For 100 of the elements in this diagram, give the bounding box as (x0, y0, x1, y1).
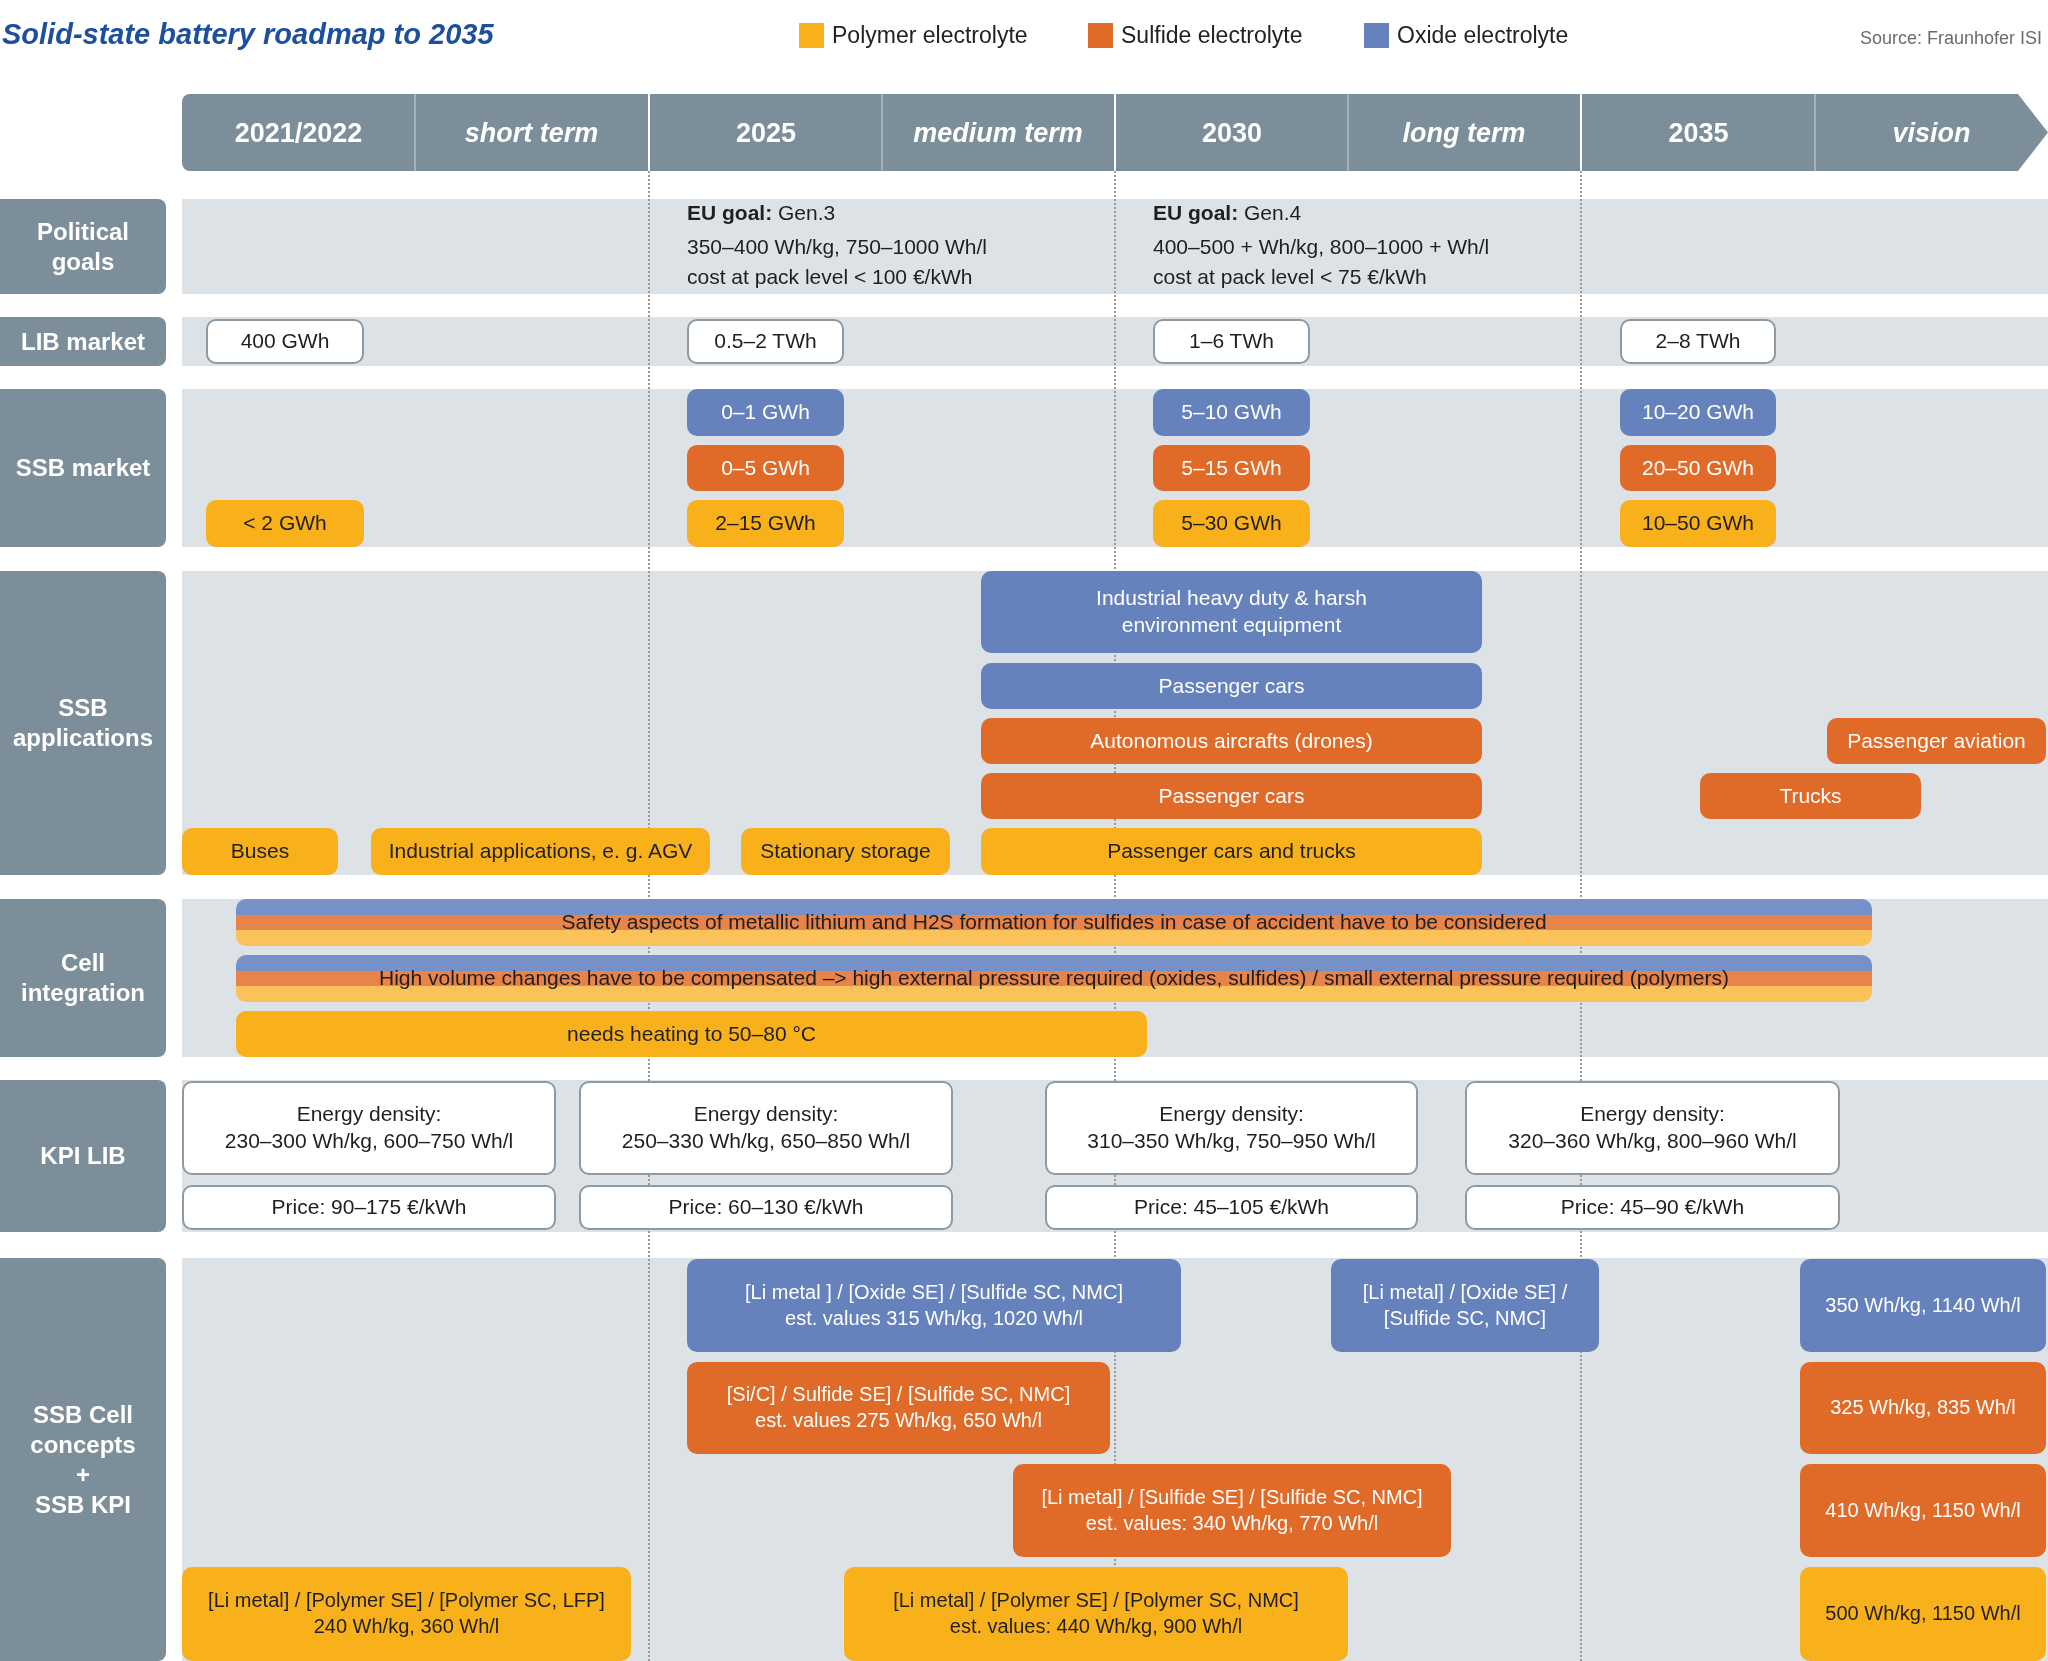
cell-concept-card: 410 Wh/kg, 1150 Wh/l (1800, 1464, 2046, 1557)
year-label: 2021/2022 (234, 116, 363, 150)
market-size-tag: < 2 GWh (206, 500, 364, 547)
title: Solid-state battery roadmap to 2035 (2, 17, 494, 52)
legend-label: Polymer electrolyte (832, 21, 1028, 50)
goal-heading: EU goal: Gen.3 (687, 200, 836, 226)
market-size-tag: 10–50 GWh (1620, 500, 1776, 547)
cell-concept-card (687, 1362, 1110, 1454)
estimate-label: est. values 275 Wh/kg, 650 Wh/l (755, 1408, 1042, 1433)
row-band (182, 571, 2048, 875)
kpi-heading: Energy density: (693, 1101, 839, 1128)
kpi-card: Price: 45–105 €/kWh (1045, 1185, 1418, 1230)
cell-concept-card (687, 1259, 1181, 1352)
concept-label: [Li metal] / [Sulfide SE] / [Sulfide SC, NMC] (1041, 1484, 1423, 1510)
cell-concept-card: 350 Wh/kg, 1140 Wh/l (1800, 1259, 2046, 1352)
row-header: SSB market (0, 389, 166, 547)
estimate-label: est. values 315 Wh/kg, 1020 Wh/l (785, 1305, 1083, 1331)
kpi-heading: Energy density: (1159, 1101, 1304, 1128)
row-band (182, 1258, 2048, 1661)
goal-text: cost at pack level < 75 €/kWh (1153, 264, 1427, 290)
estimate-label: est. values: 440 Wh/kg, 900 Wh/l (949, 1614, 1243, 1639)
market-size-tag: 1–6 TWh (1153, 319, 1310, 364)
kpi-value: 320–360 Wh/kg, 800–960 Wh/l (1508, 1128, 1797, 1154)
cell-concept-card (1013, 1464, 1451, 1557)
year-label: 2025 (735, 116, 797, 150)
goal-text: cost at pack level < 100 €/kWh (687, 264, 973, 290)
application-bar: Autonomous aircrafts (drones) (981, 718, 1482, 764)
application-bar: Stationary storage (741, 828, 950, 875)
market-size-tag: 20–50 GWh (1620, 445, 1776, 491)
source-note: Source: Fraunhofer ISI (1859, 27, 2042, 50)
application-bar: Industrial applications, e. g. AGV (371, 828, 710, 875)
market-size-tag: 5–10 GWh (1153, 389, 1310, 436)
market-size-tag: 2–15 GWh (687, 500, 844, 547)
row-header (0, 1258, 166, 1661)
kpi-card: Price: 45–90 €/kWh (1465, 1185, 1840, 1230)
term-label: medium term (913, 116, 1083, 150)
goal-text: 400–500 + Wh/kg, 800–1000 + Wh/l (1153, 234, 1490, 260)
application-bar: Industrial heavy duty & harsh environment equipment (981, 571, 1482, 653)
row-header: KPI LIB (0, 1080, 166, 1232)
application-bar: Passenger cars (981, 663, 1482, 709)
term-label: long term (1402, 116, 1526, 150)
year-label: 2030 (1201, 116, 1263, 150)
timeline-segment (1582, 94, 2048, 171)
concept-label: [Li metal ] / [Oxide SE] / [Sulfide SC, NMC] (745, 1279, 1123, 1305)
market-size-tag: 5–15 GWh (1153, 445, 1310, 491)
kpi-heading: Energy density: (296, 1101, 442, 1128)
estimate-label: 240 Wh/kg, 360 Wh/l (313, 1614, 500, 1639)
goal-text: 350–400 Wh/kg, 750–1000 Wh/l (687, 234, 988, 260)
row-band (182, 389, 2048, 547)
market-size-tag: 10–20 GWh (1620, 389, 1776, 436)
row-header: Political goals (0, 199, 166, 294)
legend-label: Sulfide electrolyte (1121, 21, 1303, 50)
market-size-tag: 0.5–2 TWh (687, 319, 844, 364)
cell-concept-card: 500 Wh/kg, 1150 Wh/l (1800, 1567, 2046, 1661)
goal-heading: EU goal: Gen.4 (1153, 200, 1302, 226)
year-label: 2035 (1668, 116, 1729, 150)
market-size-tag: 400 GWh (206, 319, 364, 364)
integration-note-bar: High volume changes have to be compensated –> high external pressure required (oxides, sulfides) / small external pressure required (polymers) (236, 955, 1872, 1002)
application-bar: Passenger cars and trucks (981, 828, 1482, 875)
kpi-card (182, 1081, 556, 1175)
application-bar: Buses (182, 828, 338, 875)
timeline-segment (1116, 94, 1580, 171)
header-text: + (76, 1459, 90, 1490)
kpi-value: 250–330 Wh/kg, 650–850 Wh/l (621, 1128, 911, 1154)
kpi-value: 310–350 Wh/kg, 750–950 Wh/l (1087, 1128, 1376, 1154)
header-text: SSB Cell concepts (29, 1399, 137, 1460)
cell-concept-card: [Li metal] / [Oxide SE] / [Sulfide SC, NMC] (1331, 1259, 1599, 1352)
row-header: Cell integration (0, 899, 166, 1057)
market-size-tag: 0–5 GWh (687, 445, 844, 491)
row-header: SSB applications (0, 571, 166, 875)
market-size-tag: 2–8 TWh (1620, 319, 1776, 364)
header-text: SSB KPI (35, 1489, 131, 1520)
concept-label: [Si/C] / Sulfide SE] / [Sulfide SC, NMC] (726, 1382, 1071, 1408)
cell-concept-card (844, 1567, 1348, 1661)
kpi-card (1465, 1081, 1840, 1175)
kpi-card: Price: 60–130 €/kWh (579, 1185, 953, 1230)
integration-note-bar: needs heating to 50–80 °C (236, 1011, 1147, 1057)
market-size-tag: 5–30 GWh (1153, 500, 1310, 547)
kpi-card (579, 1081, 953, 1175)
estimate-label: est. values: 340 Wh/kg, 770 Wh/l (1085, 1510, 1379, 1536)
row-band (182, 899, 2048, 1057)
application-bar: Passenger cars (981, 773, 1482, 819)
application-bar: Passenger aviation (1827, 718, 2046, 764)
concept-label: [Li metal] / [Polymer SE] / [Polymer SC, NMC] (893, 1588, 1299, 1614)
term-label: short term (464, 116, 599, 150)
kpi-heading: Energy density: (1580, 1101, 1725, 1128)
kpi-card (1045, 1081, 1418, 1175)
concept-label: [Li metal] / [Polymer SE] / [Polymer SC, LFP] (208, 1588, 605, 1614)
market-size-tag: 0–1 GWh (687, 389, 844, 436)
legend-label: Oxide electrolyte (1397, 21, 1569, 50)
cell-concept-card (182, 1567, 631, 1661)
integration-note-bar: Safety aspects of metallic lithium and H2S formation for sulfides in case of accident have to be considered (236, 899, 1872, 946)
timeline-segment (650, 94, 1114, 171)
application-bar: Trucks (1700, 773, 1921, 819)
row-band (182, 317, 2048, 366)
row-band (182, 199, 2048, 294)
term-label: vision (1892, 116, 1971, 150)
row-header: LIB market (0, 317, 166, 366)
kpi-value: 230–300 Wh/kg, 600–750 Wh/l (224, 1128, 514, 1154)
cell-concept-card: 325 Wh/kg, 835 Wh/l (1800, 1362, 2046, 1454)
